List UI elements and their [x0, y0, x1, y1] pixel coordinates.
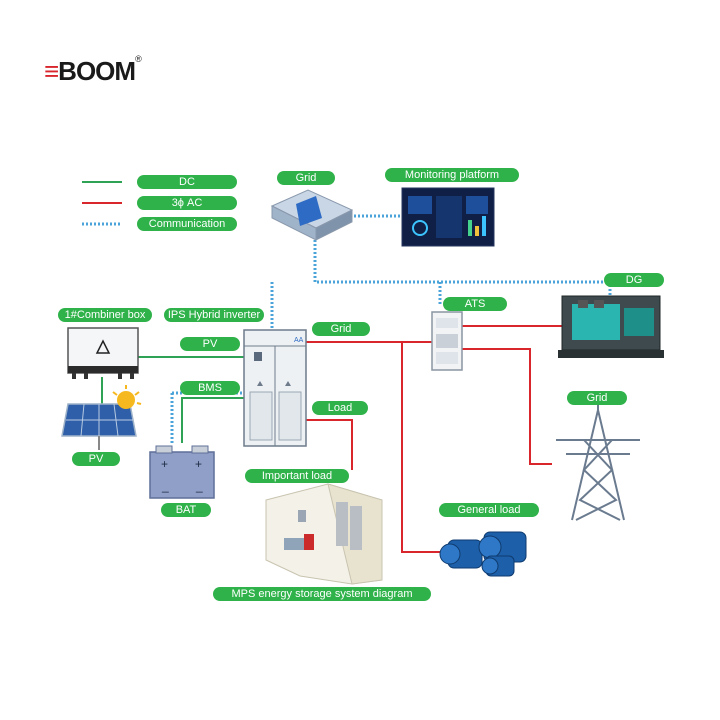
dc-lines: [101, 356, 244, 443]
svg-text:AA: AA: [294, 337, 304, 344]
dc-line-bat: [181, 397, 244, 443]
legend-comm-label: Communication: [137, 217, 237, 231]
ac-lines: [306, 325, 562, 553]
legend-ac-label: 3ϕ AC: [137, 196, 237, 210]
label-dg: DG: [604, 273, 664, 287]
diesel-generator-icon: [558, 295, 664, 358]
label-ats: ATS: [443, 297, 507, 311]
transmission-tower-icon: [556, 400, 640, 521]
label-inverter: IPS Hybrid inverter: [164, 308, 264, 322]
legend-lines: [82, 181, 122, 226]
svg-text:_: _: [195, 479, 203, 493]
combiner-box-icon: [67, 327, 139, 379]
ac-line-general-load: [401, 342, 446, 553]
label-pv-panel: PV: [72, 452, 120, 466]
svg-text:+: +: [161, 457, 168, 471]
comm-lines: [170, 214, 612, 443]
svg-text:_: _: [161, 479, 169, 493]
inverter-cabinet-icon: AA: [243, 329, 307, 447]
label-load: Load: [312, 401, 368, 415]
comm-line-bus: [313, 240, 612, 300]
important-load-room-icon: [265, 483, 383, 585]
grid-gateway-icon: [270, 189, 354, 241]
label-important-load: Important load: [245, 469, 349, 483]
electric-motor-icon: [439, 531, 527, 577]
brand-logo: ≡BOOM®: [44, 54, 142, 87]
sun-icon: [112, 385, 142, 409]
legend-dc-label: DC: [137, 175, 237, 189]
label-monitoring-platform: Monitoring platform: [385, 168, 519, 182]
ac-line-tower: [462, 348, 552, 465]
label-grid-gateway: Grid: [277, 171, 335, 185]
logo-text: BOOM: [58, 56, 136, 86]
label-bat: BAT: [161, 503, 211, 517]
monitor-screen-icon: [401, 187, 495, 247]
registered-mark: ®: [135, 54, 142, 64]
label-pv-link: PV: [180, 337, 240, 351]
ac-line-important-load: [306, 419, 353, 470]
logo-mark-icon: ≡: [44, 56, 59, 86]
label-general-load: General load: [439, 503, 539, 517]
solar-panel-icon: [61, 403, 137, 450]
label-grid-tower: Grid: [567, 391, 627, 405]
label-grid-link: Grid: [312, 322, 370, 336]
svg-text:+: +: [195, 457, 202, 471]
label-combiner-box: 1#Combiner box: [58, 308, 152, 322]
battery-icon: + + _ _: [149, 445, 215, 499]
label-bms: BMS: [180, 381, 240, 395]
ats-switch-icon: [431, 311, 463, 371]
diagram-caption: MPS energy storage system diagram: [213, 587, 431, 601]
